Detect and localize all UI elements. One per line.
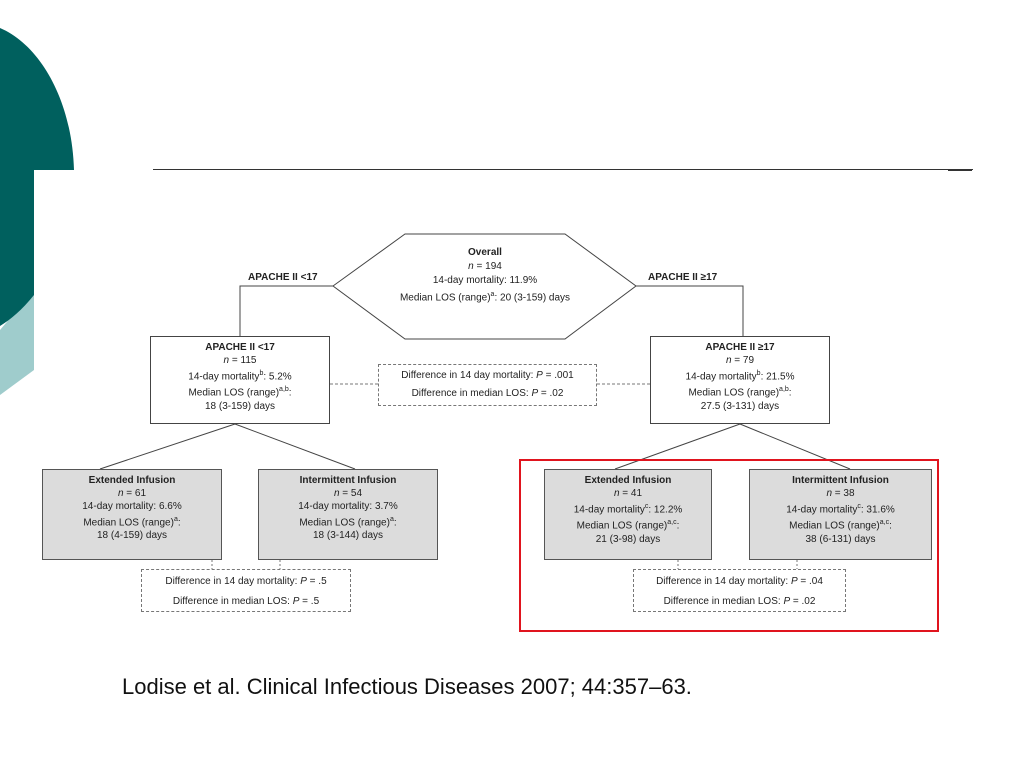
overall-node: Overall n = 194 14-day mortality: 11.9% … [350, 246, 620, 305]
high-to-int-line [739, 423, 851, 470]
low-ext-mortality: 14-day mortality: 6.6% [82, 501, 182, 512]
apache-high-n: n = 79 [725, 355, 755, 366]
apache-low-los-value: 18 (3-159) days [204, 400, 276, 412]
high-int-mortality: 14-day mortalityc: 31.6% [786, 503, 895, 516]
branch-label-low: APACHE II <17 [248, 272, 318, 283]
high-to-ext-line [614, 423, 741, 470]
low-int-mortality: 14-day mortality: 3.7% [298, 501, 398, 512]
overall-title: Overall [468, 247, 502, 258]
high-int-n: n = 38 [826, 488, 855, 499]
high-diff-los: Difference in median LOS: P = .02 [663, 596, 816, 607]
apache-low-los: Median LOS (range)a,b: [188, 386, 292, 399]
apache-difference-box: Difference in 14 day mortality: P = .001… [378, 364, 597, 406]
high-ext-title: Extended Infusion [584, 475, 672, 486]
branch-label-high: APACHE II ≥17 [648, 272, 718, 283]
low-ext-los: Median LOS (range)a: [83, 516, 181, 529]
low-intermittent-node: Intermittent Infusion n = 54 14-day mort… [258, 469, 438, 560]
apache-high-los: Median LOS (range)a,b: [688, 386, 792, 399]
apache-diff-mortality: Difference in 14 day mortality: P = .001 [401, 370, 574, 381]
high-intermittent-node: Intermittent Infusion n = 38 14-day mort… [749, 469, 932, 560]
high-int-los-value: 38 (6-131) days [805, 533, 876, 545]
high-ext-los: Median LOS (range)a,c: [576, 519, 680, 532]
overall-n: n = 194 [468, 261, 502, 272]
low-extended-node: Extended Infusion n = 61 14-day mortalit… [42, 469, 222, 560]
low-int-n: n = 54 [333, 488, 363, 499]
low-diff-mortality: Difference in 14 day mortality: P = .5 [165, 576, 327, 587]
teal-shape [0, 28, 74, 326]
apache-diff-los: Difference in median LOS: P = .02 [411, 388, 564, 399]
low-int-title: Intermittent Infusion [299, 475, 397, 486]
slide-decoration [0, 28, 74, 395]
apache-high-mortality: 14-day mortalityb: 21.5% [685, 370, 795, 383]
highlight-frame [519, 459, 939, 632]
apache-high-node: APACHE II ≥17 n = 79 14-day mortalityb: … [650, 336, 830, 424]
title-rule-end [948, 169, 972, 171]
low-to-ext-line [99, 423, 236, 470]
right-branch-line [636, 285, 744, 336]
high-ext-los-value: 21 (3-98) days [595, 533, 661, 545]
apache-low-node: APACHE II <17 n = 115 14-day mortalityb:… [150, 336, 330, 424]
overall-los: Median LOS (range)a: 20 (3-159) days [399, 291, 571, 304]
apache-high-los-value: 27.5 (3-131) days [700, 400, 780, 412]
light-teal-shape [0, 290, 34, 395]
low-int-los: Median LOS (range)a: [299, 516, 397, 529]
title-rule [153, 169, 973, 170]
low-ext-los-value: 18 (4-159) days [96, 530, 168, 542]
apache-low-mortality: 14-day mortalityb: 5.2% [188, 370, 292, 383]
low-diff-los: Difference in median LOS: P = .5 [172, 596, 320, 607]
high-ext-n: n = 41 [613, 488, 643, 499]
apache-high-title: APACHE II ≥17 [705, 342, 775, 353]
high-difference-box: Difference in 14 day mortality: P = .04 … [633, 569, 846, 612]
low-int-los-value: 18 (3-144) days [312, 530, 384, 542]
apache-low-n: n = 115 [223, 355, 257, 366]
high-int-title: Intermittent Infusion [792, 475, 889, 486]
overall-mortality: 14-day mortality: 11.9% [432, 275, 538, 286]
apache-low-title: APACHE II <17 [205, 342, 275, 353]
high-extended-node: Extended Infusion n = 41 14-day mortalit… [544, 469, 712, 560]
citation: Lodise et al. Clinical Infectious Diseas… [122, 674, 692, 699]
high-int-los: Median LOS (range)a,c: [789, 519, 892, 532]
low-ext-title: Extended Infusion [88, 475, 176, 486]
left-branch-line [239, 285, 333, 336]
high-diff-mortality: Difference in 14 day mortality: P = .04 [656, 576, 823, 587]
low-to-int-line [234, 423, 356, 470]
low-ext-n: n = 61 [117, 488, 147, 499]
low-difference-box: Difference in 14 day mortality: P = .5 D… [141, 569, 351, 612]
high-ext-mortality: 14-day mortalityc: 12.2% [573, 503, 683, 516]
